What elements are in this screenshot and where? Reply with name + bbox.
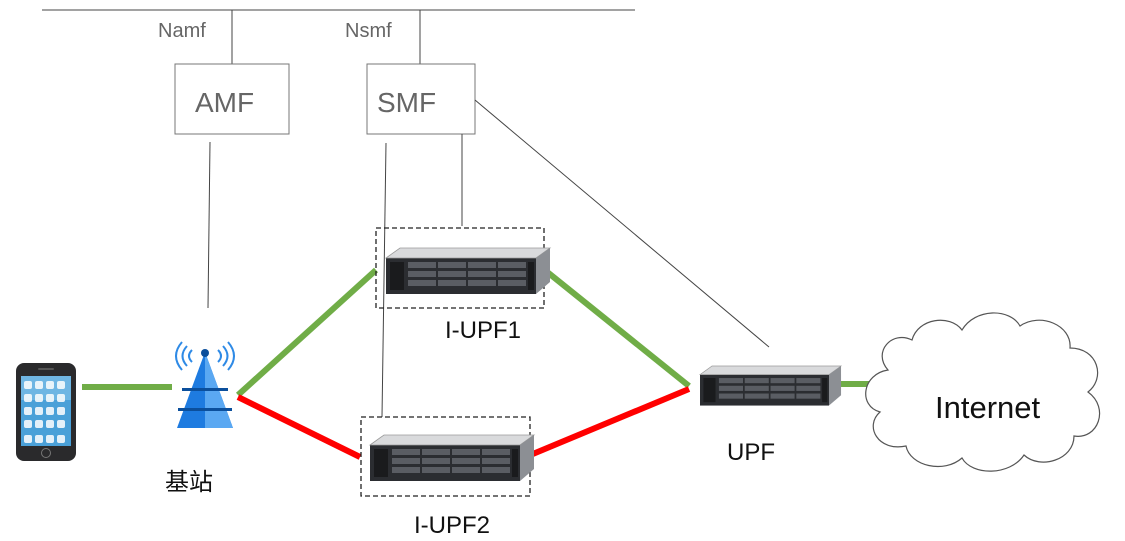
smf-to-iupf2-line: [381, 142, 387, 418]
iupf1-to-upf-link: [539, 264, 691, 389]
namf-label: Namf: [158, 20, 206, 42]
iupf1-server-icon: [385, 247, 551, 295]
smf-label: SMF: [377, 87, 436, 118]
nsmf-label: Nsmf: [345, 20, 392, 42]
basestation-to-iupf2-link: [236, 394, 362, 460]
base-station-label: 基站: [165, 469, 213, 496]
internet-label: Internet: [935, 390, 1041, 425]
upf-server-icon: [699, 365, 842, 406]
amf-label: AMF: [195, 87, 254, 118]
iupf2-label: I-UPF2: [414, 512, 490, 539]
iupf1-label: I-UPF1: [445, 317, 521, 344]
smf-box: [366, 63, 476, 135]
phone-icon: [16, 363, 76, 461]
amf-to-basestation-line: [207, 141, 211, 309]
smf-to-upf-line: [474, 99, 770, 348]
internet-cloud-icon: [865, 312, 1101, 472]
iupf2-server-icon: [369, 434, 535, 482]
base-station-icon: [175, 341, 235, 428]
iupf2-to-upf-link: [526, 386, 691, 459]
amf-box: [174, 63, 290, 135]
upf-label: UPF: [727, 439, 775, 466]
basestation-to-iupf1-link: [235, 267, 379, 398]
